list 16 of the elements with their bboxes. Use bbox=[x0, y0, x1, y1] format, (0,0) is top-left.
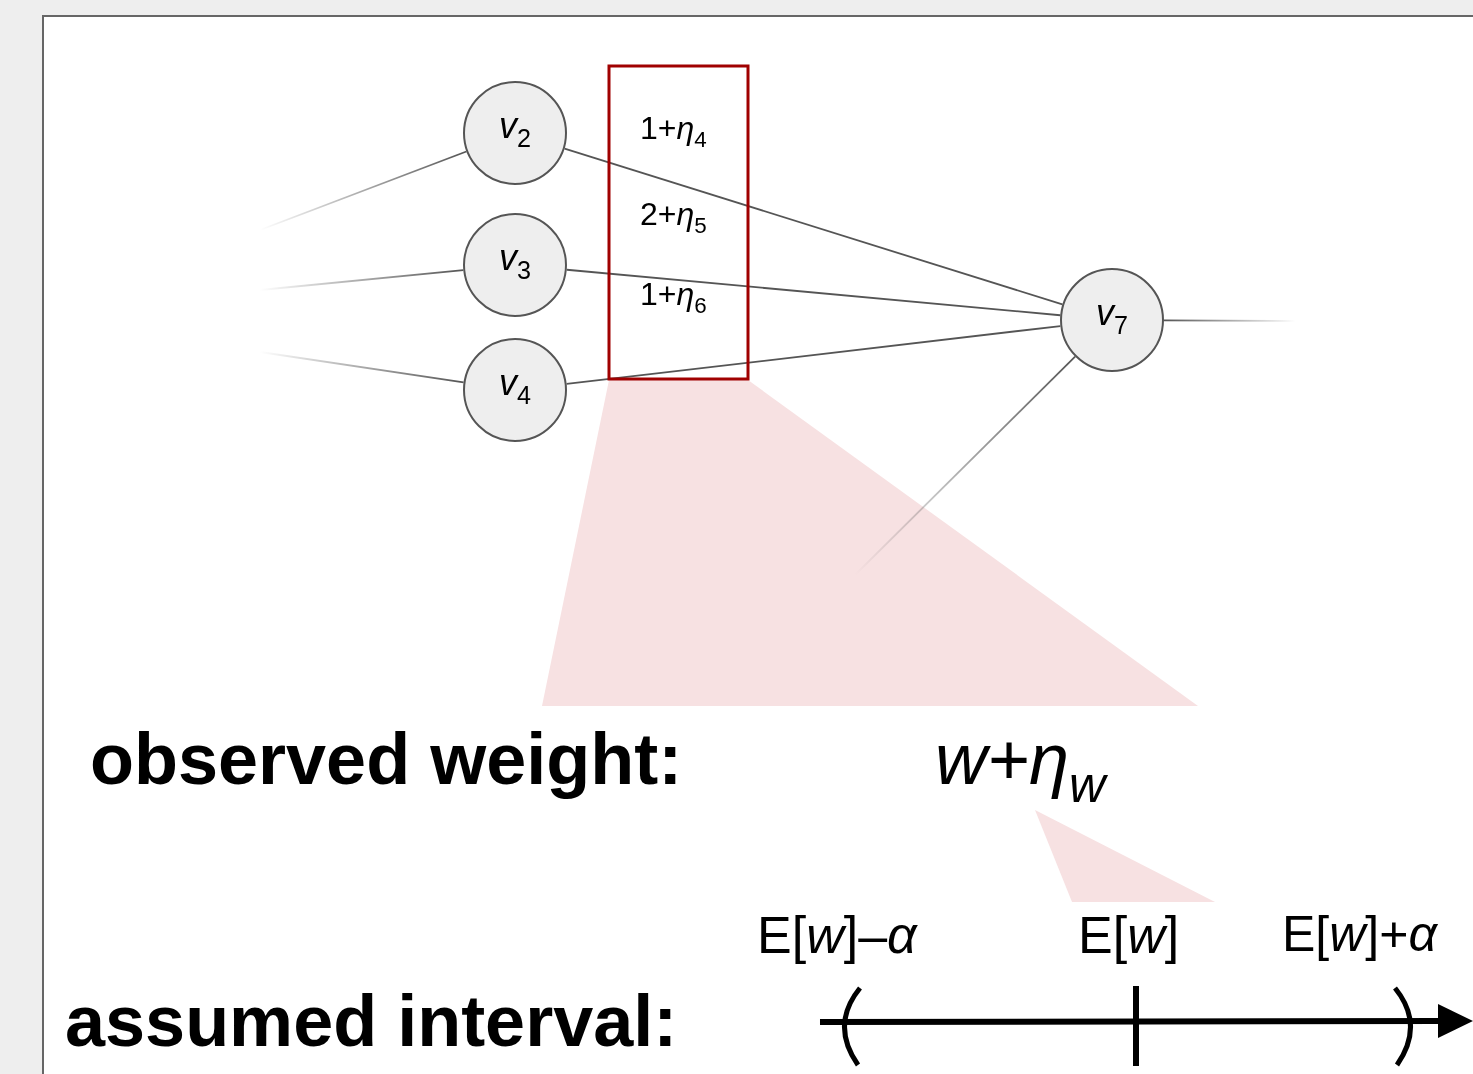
node-label: v$_{7}$ bbox=[1096, 292, 1128, 340]
connector-line bbox=[565, 268, 1062, 317]
formula-label: w+η$_{w}$ bbox=[935, 718, 1106, 814]
node-label: v$_{3}$ bbox=[499, 237, 531, 285]
node-label: v$_{4}$ bbox=[499, 362, 531, 410]
weight-label: 1+η$_{6}$ bbox=[640, 276, 707, 319]
tick-label: E[w] bbox=[1078, 905, 1180, 965]
heading-label: observed weight: bbox=[90, 718, 683, 800]
tick-label: E[w]–α bbox=[757, 905, 917, 965]
tick-label: E[w]+α bbox=[1282, 905, 1437, 963]
node-label: v$_{2}$ bbox=[499, 105, 531, 153]
weight-label: 1+η$_{4}$ bbox=[640, 110, 707, 153]
weight-label: 2+η$_{5}$ bbox=[640, 196, 707, 239]
connector-line bbox=[565, 325, 1062, 385]
heading-label: assumed interval: bbox=[65, 980, 678, 1062]
connector-line bbox=[563, 147, 1064, 306]
